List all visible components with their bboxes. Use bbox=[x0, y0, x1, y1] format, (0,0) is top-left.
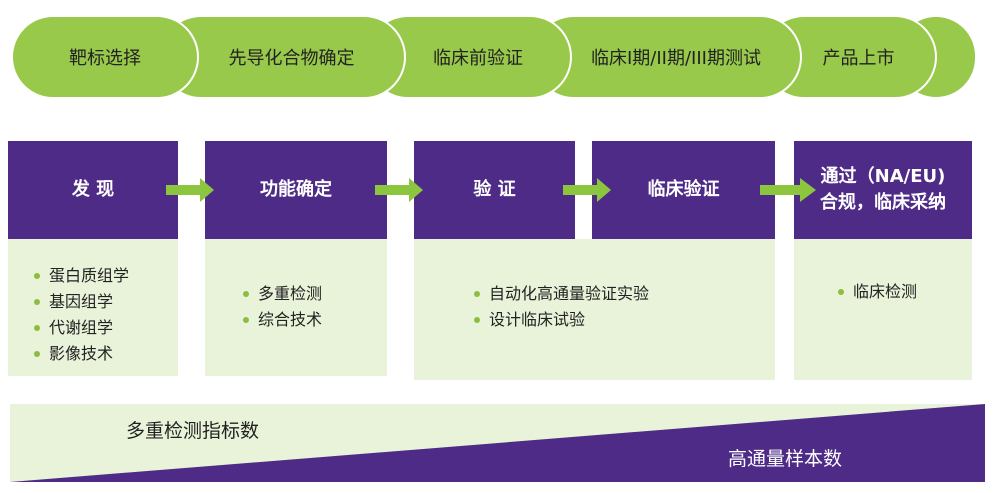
bullet-icon bbox=[34, 299, 40, 305]
stage-body-discovery: 蛋白质组学 基因组学 代谢组学 影像技术 bbox=[8, 239, 178, 376]
stage-header-clinical-validation: 临床验证 bbox=[592, 141, 775, 239]
arrow-right-icon bbox=[563, 178, 611, 202]
bullet-icon bbox=[34, 273, 40, 279]
bullet-icon bbox=[243, 317, 249, 323]
sample-throughput-label: 高通量样本数 bbox=[728, 448, 843, 470]
stage-header-adoption: 通过（NA/EU) 合规，临床采纳 bbox=[794, 141, 972, 239]
pipeline-step-3: 临床前验证 bbox=[366, 15, 572, 99]
arrow-right-icon bbox=[375, 178, 423, 202]
pipeline-step-4: 临床I期/II期/III期测试 bbox=[532, 15, 802, 99]
list-item: 设计临床试验 bbox=[474, 307, 775, 333]
stage-title-line2: 合规，临床采纳 bbox=[820, 192, 946, 213]
stage-title: 发 现 bbox=[71, 178, 115, 200]
stage-body-validation: 自动化高通量验证实验 设计临床试验 bbox=[414, 239, 775, 380]
bullet-icon bbox=[474, 317, 480, 323]
pipeline-step-2: 先导化合物确定 bbox=[159, 15, 406, 99]
multiplex-count-label: 多重检测指标数 bbox=[126, 420, 260, 442]
list-item: 临床检测 bbox=[838, 279, 972, 305]
stage-header-validation: 验 证 bbox=[414, 141, 575, 239]
tradeoff-wedge bbox=[10, 404, 985, 482]
arrow-right-icon bbox=[166, 178, 214, 202]
list-item: 基因组学 bbox=[34, 289, 178, 315]
stage-title: 临床验证 bbox=[647, 178, 720, 200]
stage-body-function: 多重检测 综合技术 bbox=[205, 239, 387, 376]
list-item: 综合技术 bbox=[243, 307, 387, 333]
bullet-icon bbox=[34, 351, 40, 357]
bullet-icon bbox=[34, 325, 40, 331]
arrow-right-icon bbox=[760, 178, 816, 202]
stage-title-line1: 通过（NA/EU) bbox=[820, 165, 946, 187]
bullet-icon bbox=[838, 289, 844, 295]
pipeline-step-label: 临床前验证 bbox=[433, 48, 523, 69]
stage-title: 验 证 bbox=[473, 178, 516, 200]
stage-header-function: 功能确定 bbox=[205, 141, 387, 239]
stage-body-adoption: 临床检测 bbox=[794, 239, 972, 380]
bullet-icon bbox=[243, 291, 249, 297]
pipeline-step-label: 先导化合物确定 bbox=[228, 48, 355, 69]
pipeline-step-1: 靶标选择 bbox=[11, 15, 199, 99]
bullet-icon bbox=[474, 291, 480, 297]
pipeline-step-label: 临床I期/II期/III期测试 bbox=[591, 48, 761, 69]
list-item: 蛋白质组学 bbox=[34, 263, 178, 289]
pipeline-step-label: 产品上市 bbox=[822, 48, 895, 69]
stage-title: 功能确定 bbox=[260, 178, 332, 200]
pipeline-step-label: 靶标选择 bbox=[69, 48, 141, 69]
list-item: 影像技术 bbox=[34, 341, 178, 367]
list-item: 多重检测 bbox=[243, 281, 387, 307]
list-item: 代谢组学 bbox=[34, 315, 178, 341]
list-item: 自动化高通量验证实验 bbox=[474, 281, 775, 307]
stage-header-discovery: 发 现 bbox=[8, 141, 178, 239]
